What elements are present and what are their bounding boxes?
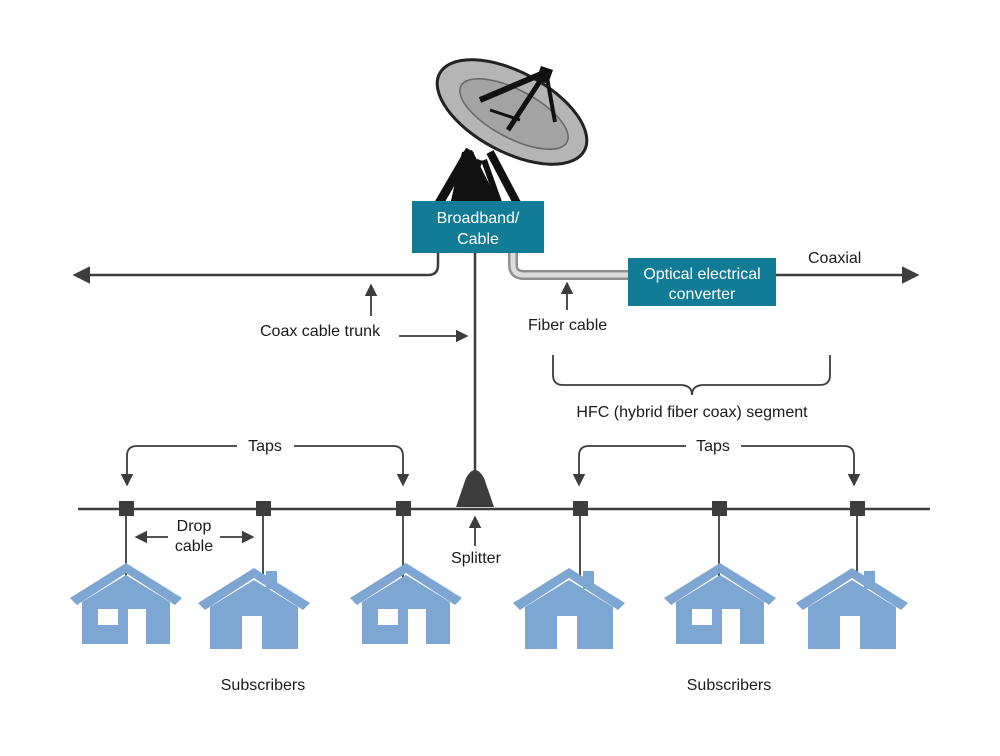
tap-node-icon xyxy=(396,501,411,516)
house-icon xyxy=(796,568,908,649)
drop-cable-label-line2: cable xyxy=(175,538,213,555)
house-icon xyxy=(350,563,462,644)
taps-right-bracket-right xyxy=(741,445,861,487)
tap-node-icon xyxy=(712,501,727,516)
converter-label: Optical electrical xyxy=(643,266,760,283)
taps-left-label: Taps xyxy=(248,438,282,455)
house-icon xyxy=(513,568,625,649)
broadband-cable-box: Broadband/ Cable xyxy=(412,201,544,253)
tap-nodes xyxy=(119,501,865,516)
converter-label-line2: converter xyxy=(669,286,736,303)
tap-node-icon xyxy=(573,501,588,516)
broadband-label: Broadband/ xyxy=(437,210,520,227)
coax-trunk-label: Coax cable trunk xyxy=(260,323,381,340)
fiber-cable-line xyxy=(508,252,632,280)
taps-right-label: Taps xyxy=(696,438,730,455)
splitter-label: Splitter xyxy=(451,550,501,567)
satellite-dish-icon xyxy=(434,58,589,208)
house-icon xyxy=(664,563,776,644)
splitter-icon xyxy=(456,470,494,507)
house-icon xyxy=(198,568,310,649)
fiber-cable-label: Fiber cable xyxy=(528,317,607,334)
subscribers-right-label: Subscribers xyxy=(687,677,771,694)
hfc-segment-label: HFC (hybrid fiber coax) segment xyxy=(576,404,808,421)
hfc-segment-brace xyxy=(552,355,831,396)
drop-cable-label: Drop xyxy=(177,518,212,535)
taps-left-bracket-left xyxy=(120,445,237,487)
coax-trunk-left xyxy=(72,252,440,284)
house-icon xyxy=(70,563,182,644)
tap-node-icon xyxy=(256,501,271,516)
taps-right-bracket-left xyxy=(572,445,686,487)
optical-electrical-converter-box: Optical electrical converter xyxy=(628,258,776,306)
taps-left-bracket-right xyxy=(294,445,410,487)
drop-lines xyxy=(125,509,858,582)
tap-node-icon xyxy=(850,501,865,516)
tap-node-icon xyxy=(119,501,134,516)
coaxial-label: Coaxial xyxy=(808,250,861,267)
broadband-label-line2: Cable xyxy=(457,231,499,248)
subscribers-left-label: Subscribers xyxy=(221,677,305,694)
